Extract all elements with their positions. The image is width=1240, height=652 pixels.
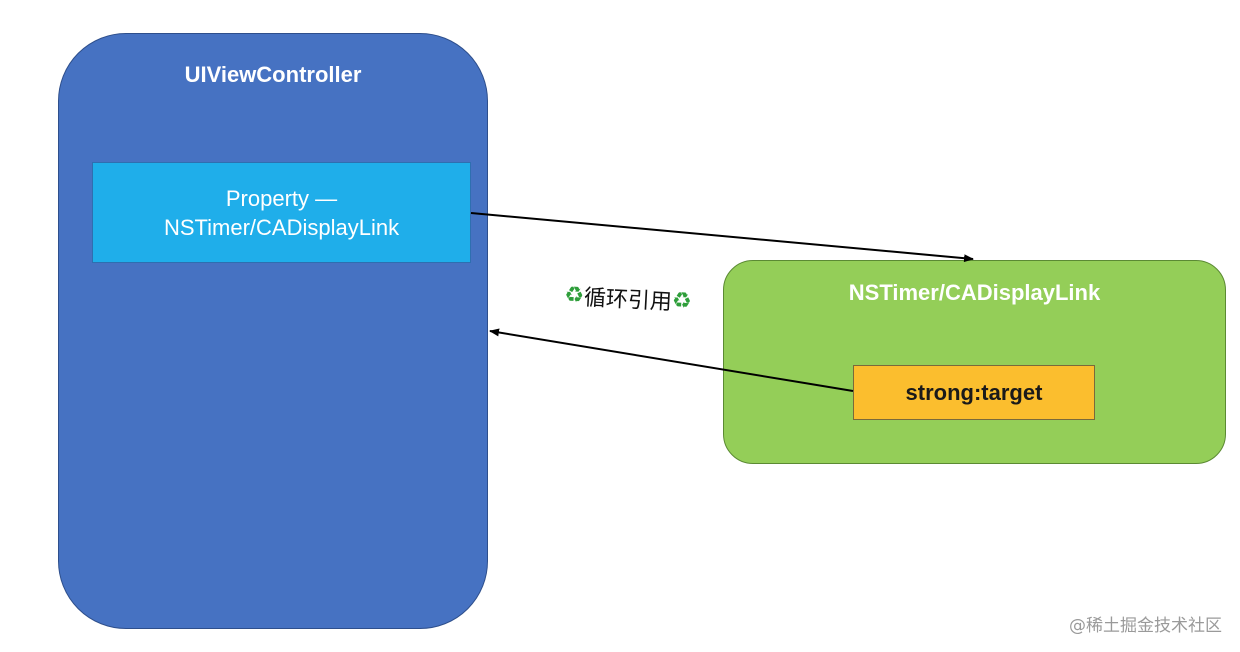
arrow-target-to-viewcontroller bbox=[489, 328, 854, 392]
uiviewcontroller-title: UIViewController bbox=[184, 62, 362, 87]
timer-title: NSTimer/CADisplayLink bbox=[848, 280, 1101, 305]
uiviewcontroller-box bbox=[58, 33, 488, 629]
property-label-line2: NSTimer/CADisplayLink bbox=[163, 214, 400, 240]
property-label-line1: Property — bbox=[225, 185, 338, 211]
watermark: @稀土掘金技术社区 bbox=[1069, 616, 1222, 636]
arrow-property-to-timer bbox=[470, 212, 974, 263]
timer-box bbox=[723, 260, 1226, 464]
property-box: Property — NSTimer/CADisplayLink bbox=[92, 162, 471, 263]
strong-target-box: strong:target bbox=[853, 365, 1095, 420]
